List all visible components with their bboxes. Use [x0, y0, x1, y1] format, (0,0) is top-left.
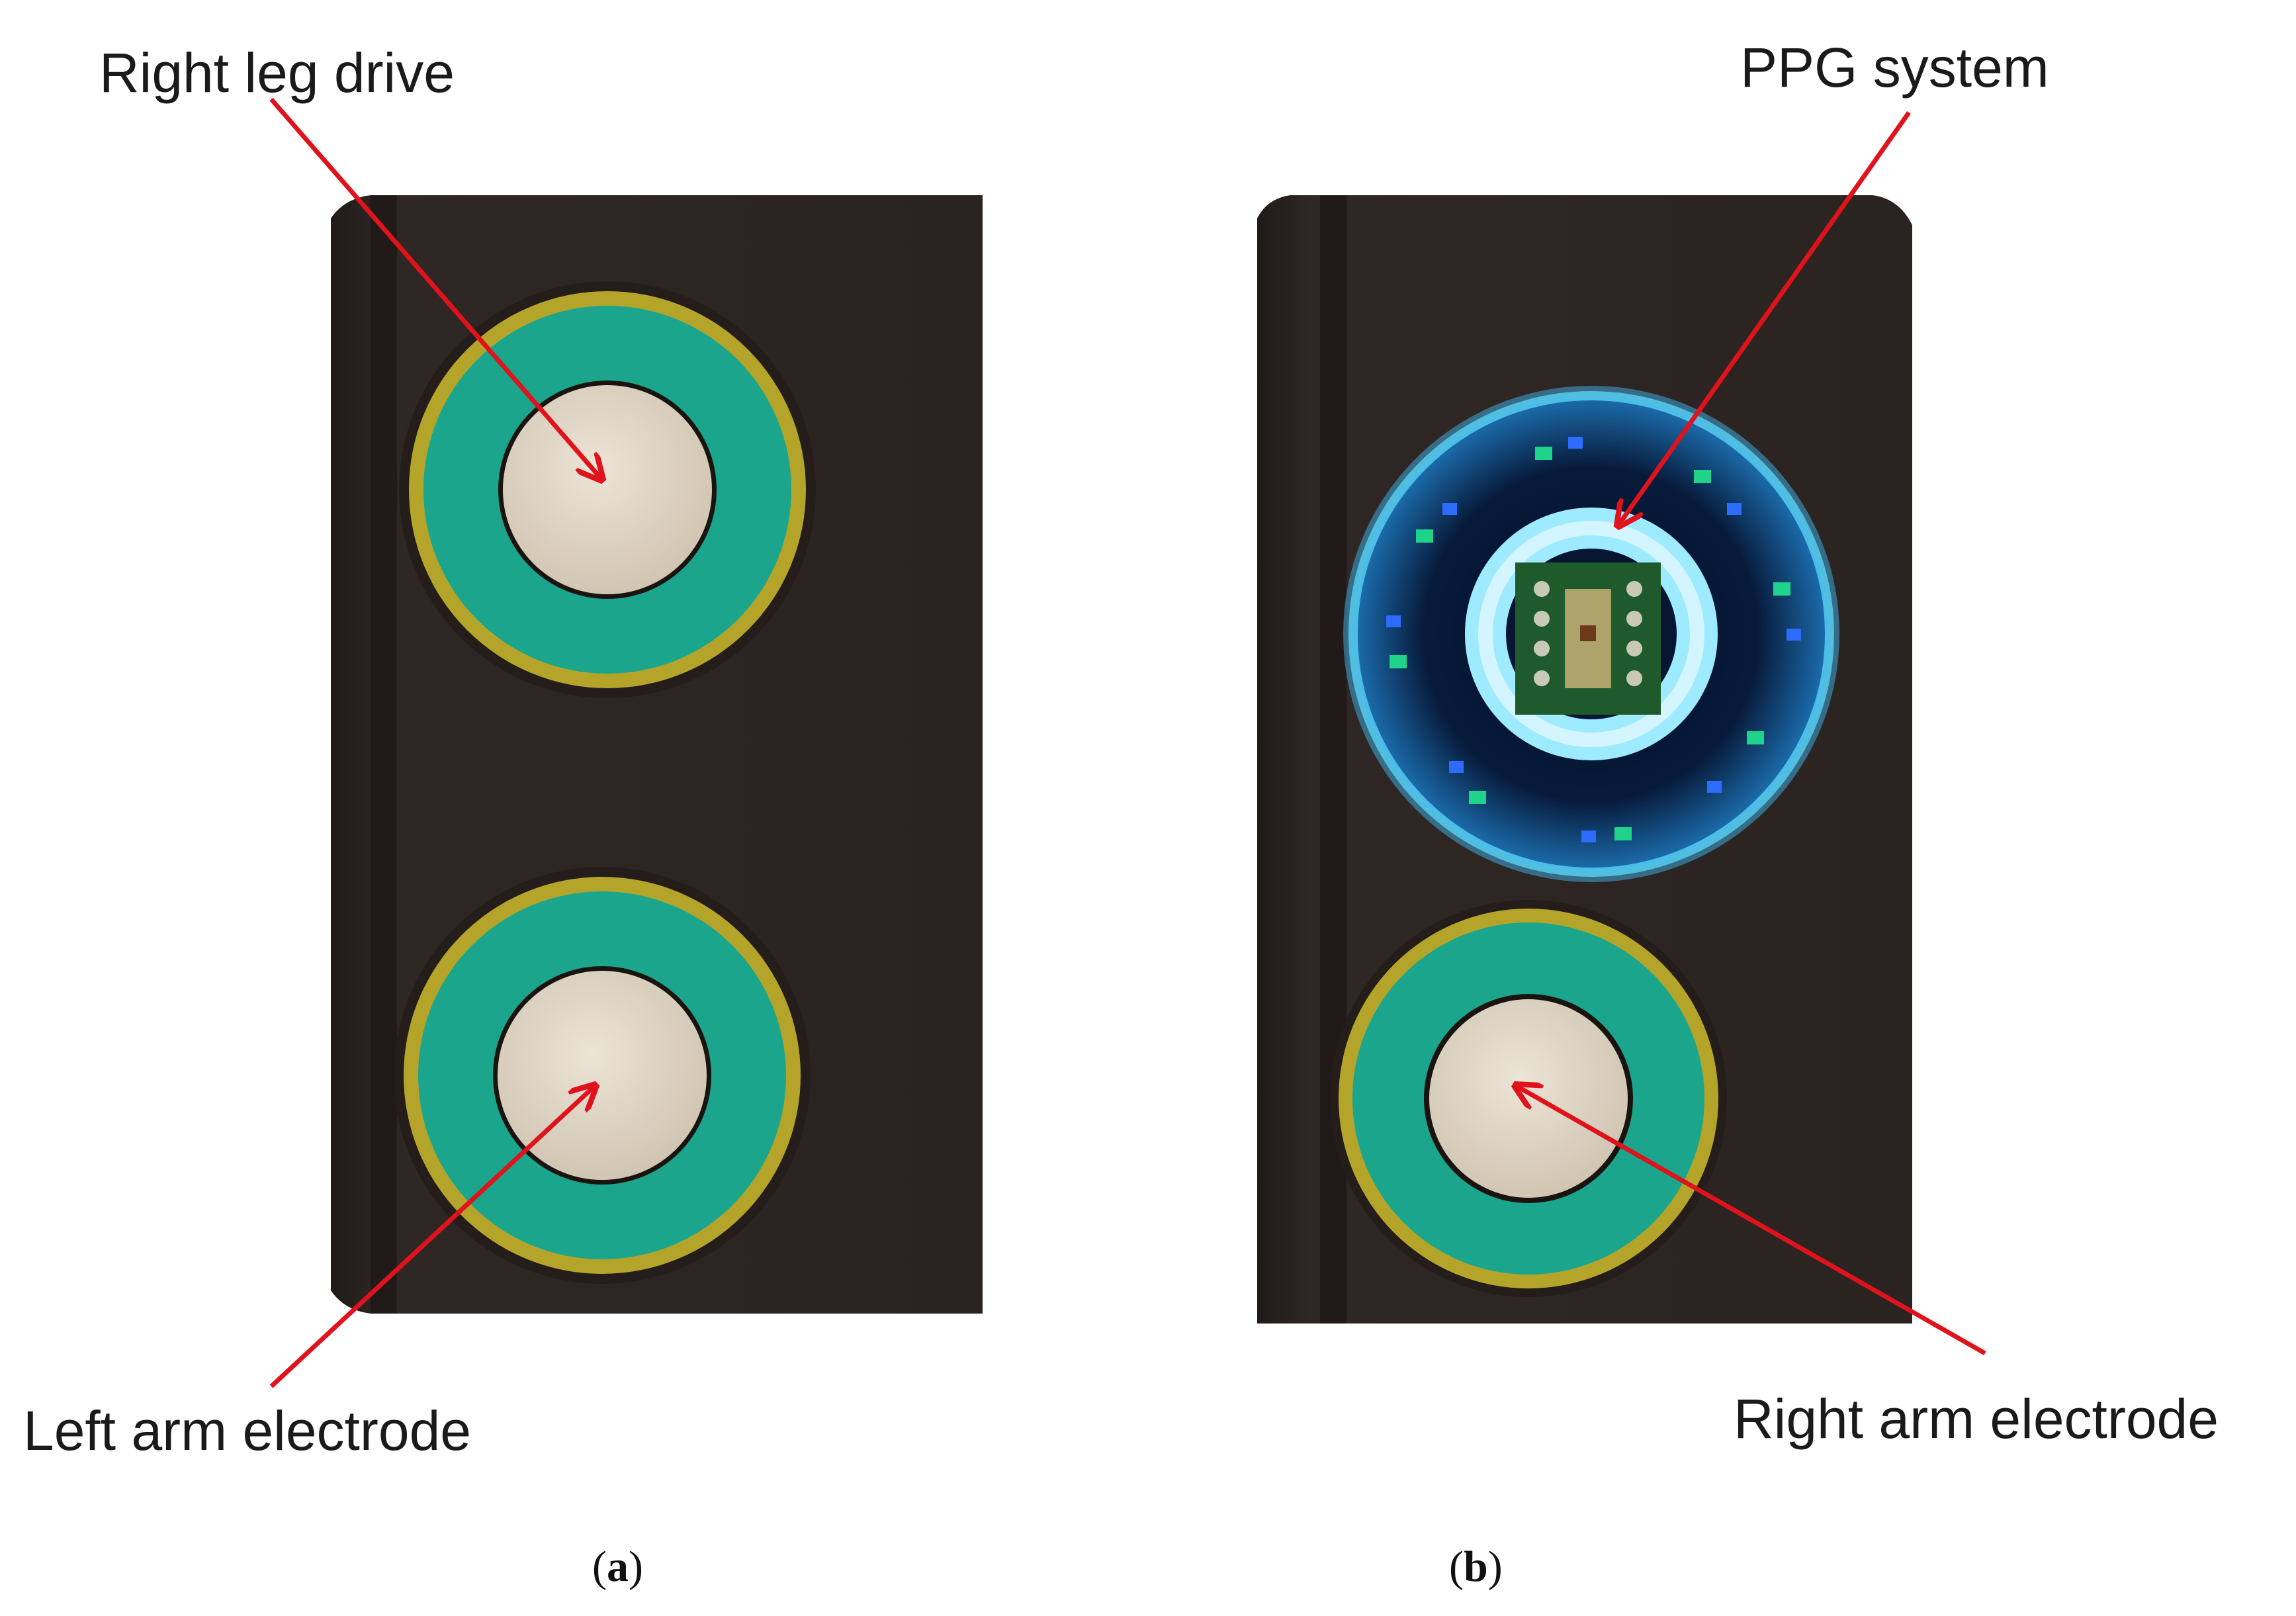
caption-panel-b: (b) — [1449, 1543, 1503, 1591]
left-arm-electrode — [394, 867, 811, 1284]
arrow-right-arm-electrode — [1515, 1085, 1986, 1356]
arrow-ppg-system — [1618, 111, 1911, 526]
label-left-arm-electrode: Left arm electrode — [23, 1400, 472, 1462]
right-leg-drive-electrode — [399, 281, 816, 698]
panel-a-device — [331, 195, 983, 1314]
ppg-system-module — [1343, 386, 1839, 882]
arrow-right-leg-drive — [269, 97, 602, 480]
label-right-arm-electrode: Right arm electrode — [1734, 1388, 2219, 1450]
panel-b-device — [1257, 195, 1912, 1324]
label-ppg-system: PPG system — [1740, 36, 2049, 99]
label-right-leg-drive: Right leg drive — [99, 42, 455, 104]
right-arm-electrode — [1330, 900, 1727, 1297]
arrow-left-arm-electrode — [269, 1085, 596, 1388]
annotation-arrows — [269, 97, 1986, 1388]
sensor-pcb — [1515, 562, 1661, 715]
caption-panel-a: (a) — [592, 1543, 643, 1591]
led-ring — [1386, 437, 1801, 842]
